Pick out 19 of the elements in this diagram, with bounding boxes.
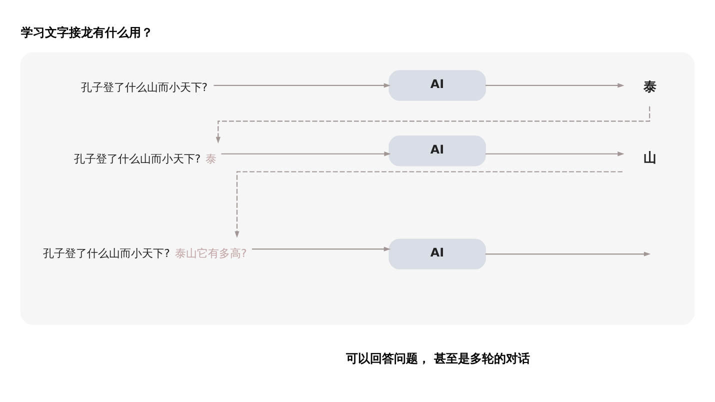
node-text: 孔子登了什么山而小天下? (80, 81, 208, 94)
node-box: AI (388, 70, 486, 101)
arrow (252, 246, 391, 252)
arrow (486, 152, 624, 156)
arrow (486, 83, 624, 88)
arrow (234, 171, 623, 238)
node-text: 孔子登了什么山而小天下? 泰山它有多高? (43, 246, 247, 260)
diagram-title: 学习文字接龙有什么用？ (20, 25, 153, 40)
arrow (221, 152, 391, 156)
arrow (214, 83, 391, 88)
caption: 可以回答问题， 甚至是多轮的对话 (346, 351, 530, 366)
node-text: 泰 (644, 80, 657, 95)
node-text: 孔子登了什么山而小天下? 泰 (74, 152, 217, 166)
node-text: 山 (644, 151, 657, 166)
cluster (20, 52, 695, 325)
node-box: AI (388, 136, 486, 166)
arrow (486, 252, 651, 256)
arrow (216, 106, 650, 144)
node-box: AI (388, 238, 486, 270)
